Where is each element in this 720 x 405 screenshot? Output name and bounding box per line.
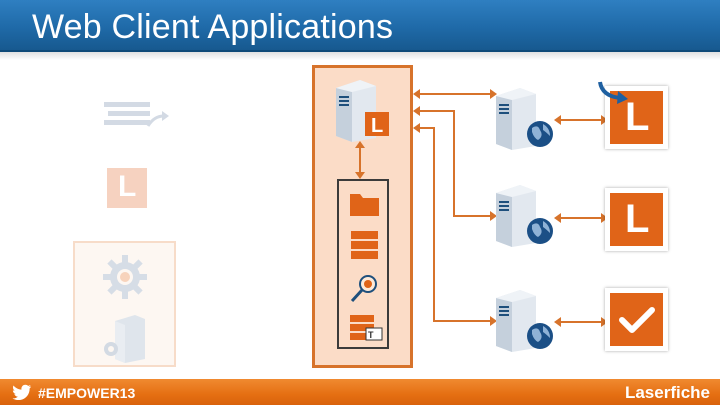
event-hashtag: #EMPOWER13 (38, 385, 136, 401)
laserfiche-letter-1: L (625, 95, 650, 139)
server-globe-icon-3 (496, 290, 553, 352)
document-routing-icon (104, 102, 169, 127)
document-text-icon: T (350, 315, 383, 341)
server-connection-lines (413, 89, 497, 326)
folder-icon (350, 194, 379, 216)
svg-text:L: L (371, 115, 383, 137)
document-stack-icon (351, 231, 378, 259)
svg-text:T: T (368, 330, 374, 340)
gear-icon (103, 255, 147, 299)
laserfiche-faded-letter: L (118, 170, 137, 203)
admin-tools-panel (73, 241, 176, 367)
server-globe-icon-2 (496, 185, 553, 247)
forms-app-tile (605, 288, 668, 351)
app-connection-arrows (554, 115, 608, 327)
title-shadow (0, 52, 720, 60)
web-client-server-icon: L (336, 80, 389, 142)
brand-logo-text: Laserfiche (624, 383, 710, 402)
footer-bar: #EMPOWER13 Laserfiche (0, 379, 720, 405)
search-icon (350, 275, 377, 303)
checkmark-icon (619, 307, 655, 333)
curved-arrow-icon (598, 81, 628, 104)
title-bar: Web Client Applications (0, 0, 720, 52)
server-settings-icon (104, 315, 145, 363)
laserfiche-faded-logo: L (107, 168, 147, 208)
slide-title: Web Client Applications (32, 8, 394, 46)
vertical-connection-arrow (355, 141, 365, 179)
checkmark-logo (610, 293, 663, 346)
twitter-bird-icon (12, 384, 31, 400)
laserfiche-app-tile-2: L (605, 188, 668, 251)
server-globe-icon-1 (496, 88, 553, 150)
laserfiche-letter-2: L (625, 197, 650, 241)
laserfiche-logo-2: L (610, 193, 663, 246)
repository-column: T (337, 179, 389, 349)
